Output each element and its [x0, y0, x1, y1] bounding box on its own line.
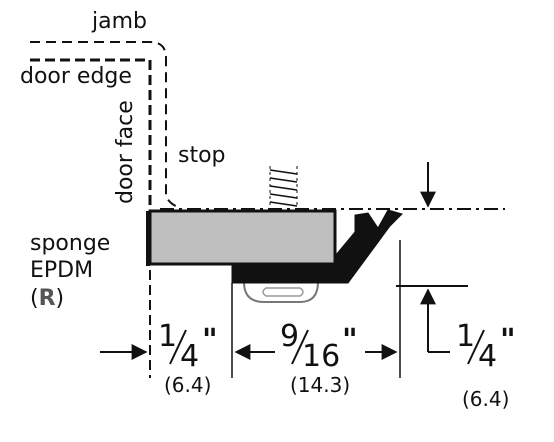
sponge-label: sponge: [30, 231, 110, 256]
jamb-line: [30, 41, 179, 208]
svg-text:1: 1: [158, 319, 177, 354]
stop-label: stop: [178, 143, 226, 168]
svg-text:16: 16: [302, 339, 340, 374]
svg-text:4: 4: [180, 339, 199, 374]
jamb-label: jamb: [91, 9, 147, 34]
right-dimension: 1 4 " (6.4): [456, 319, 516, 411]
svg-text:": ": [202, 323, 218, 358]
svg-text:": ": [500, 323, 516, 358]
svg-text:4: 4: [478, 339, 497, 374]
svg-text:1: 1: [456, 319, 475, 354]
left-dimension: 1 4 " (6.4): [158, 319, 218, 397]
door-edge-line: [30, 58, 152, 210]
left-metric: (6.4): [164, 373, 211, 397]
right-metric: (6.4): [462, 387, 509, 411]
svg-text:9: 9: [280, 319, 299, 354]
sponge-epdm-strip: [148, 209, 337, 266]
svg-text:": ": [342, 323, 358, 358]
door-face-label: door face: [113, 100, 138, 204]
middle-dimension: 9 16 " (14.3): [280, 319, 358, 397]
registered-mark: (R): [30, 286, 64, 311]
screw-icon: [243, 166, 319, 303]
epdm-label: EPDM: [30, 258, 93, 283]
door-edge-label: door edge: [20, 64, 132, 89]
middle-metric: (14.3): [290, 373, 350, 397]
